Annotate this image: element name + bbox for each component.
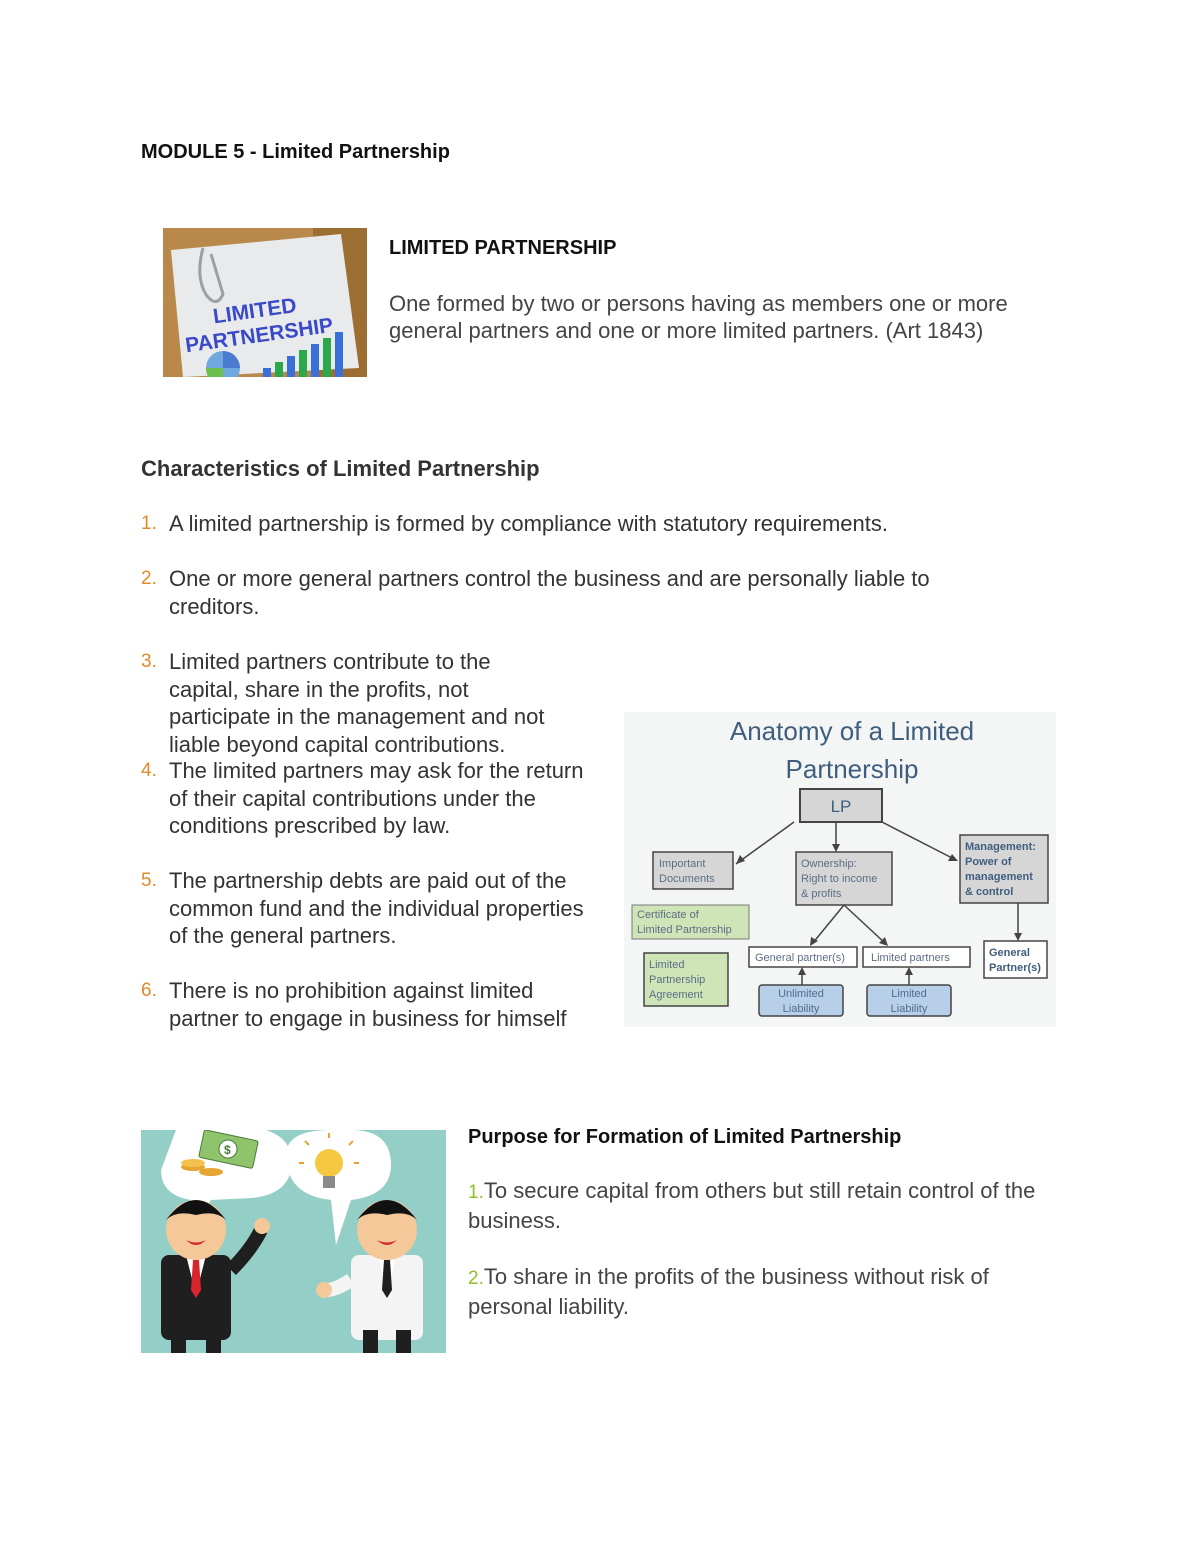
general-partners-label: General partner(s) (755, 952, 845, 964)
svg-text:$: $ (224, 1143, 231, 1157)
unlimited-liability-box (758, 984, 844, 1017)
list-number: 3. (141, 651, 157, 672)
unlimited-liability-line2: Liability (783, 1003, 820, 1015)
list-number: 2. (141, 568, 157, 589)
unlimited-liability-line1: Unlimited (778, 988, 824, 1000)
list-text: The limited partners may ask for the ret… (169, 758, 584, 838)
lp-box (799, 788, 883, 823)
management-line4: & control (965, 886, 1013, 898)
characteristics-heading: Characteristics of Limited Partnership (141, 456, 540, 481)
list-item: 3. Limited partners contribute to the ca… (141, 648, 1031, 758)
diagram-title-line1: Anatomy of a Limited (730, 716, 974, 746)
general-partner-box (983, 940, 1048, 979)
list-number: 6. (141, 980, 157, 1001)
limited-partnership-heading: LIMITED PARTNERSHIP (389, 237, 617, 259)
list-text: One or more general partners control the… (169, 566, 930, 619)
certificate-box (631, 904, 750, 940)
general-partners-box (748, 946, 858, 968)
limited-partnership-image: LIMITED PARTNERSHIP (163, 228, 367, 385)
module-title: MODULE 5 - Limited Partnership (141, 141, 450, 163)
limited-liability-line2: Liability (891, 1003, 928, 1015)
ownership-line3: & profits (801, 888, 842, 900)
purpose-heading: Purpose for Formation of Limited Partner… (468, 1126, 902, 1148)
list-number: 4. (141, 760, 157, 781)
list-item: 5. The partnership debts are paid out of… (141, 867, 601, 950)
anatomy-diagram: Anatomy of a Limited Partnership LP Impo… (624, 712, 1056, 1027)
limited-partnership-definition: One formed by two or persons having as m… (389, 291, 1008, 343)
list-item: 4. The limited partners may ask for the … (141, 757, 601, 840)
management-line1: Management: (965, 841, 1036, 853)
list-text: A limited partnership is formed by compl… (169, 511, 888, 536)
businessmen-illustration: $ (141, 1129, 446, 1353)
purpose-item: 2.To share in the profits of the busines… (468, 1263, 1068, 1320)
agreement-line1: Limited (649, 959, 684, 971)
list-number: 5. (141, 870, 157, 891)
list-text: Limited partners contribute to the capit… (169, 649, 545, 757)
list-number: 1. (141, 513, 157, 534)
ownership-line1: Ownership: (801, 858, 857, 870)
certificate-line1: Certificate of (637, 909, 700, 921)
purpose-number: 2. (468, 1268, 484, 1289)
important-docs-line1: Important (659, 858, 705, 870)
ownership-box (795, 851, 893, 906)
limited-partners-box (862, 946, 971, 968)
general-partner-line1: General (989, 947, 1030, 959)
ownership-line2: Right to income (801, 873, 877, 885)
list-item: 2. One or more general partners control … (141, 565, 1001, 620)
management-line2: Power of (965, 856, 1012, 868)
limited-liability-box (866, 984, 952, 1017)
agreement-line2: Partnership (649, 974, 705, 986)
management-line3: management (965, 871, 1033, 883)
limited-partnership-agreement-box (643, 952, 729, 1007)
limited-partners-label: Limited partners (871, 952, 950, 964)
lp-label: LP (831, 797, 852, 816)
agreement-line3: Agreement (649, 989, 703, 1001)
purpose-item: 1.To secure capital from others but stil… (468, 1177, 1068, 1234)
list-text: The partnership debts are paid out of th… (169, 868, 584, 948)
diagram-title-line2: Partnership (786, 754, 919, 784)
purpose-text: To share in the profits of the business … (468, 1264, 989, 1319)
management-box (959, 834, 1049, 904)
certificate-line2: Limited Partnership (637, 924, 732, 936)
important-docs-line2: Documents (659, 873, 715, 885)
limited-liability-line1: Limited (891, 988, 926, 1000)
purpose-number: 1. (468, 1182, 484, 1203)
important-documents-box (652, 851, 734, 890)
list-item: 1. A limited partnership is formed by co… (141, 510, 1041, 538)
list-item: 6. There is no prohibition against limit… (141, 977, 601, 1032)
purpose-text: To secure capital from others but still … (468, 1178, 1036, 1233)
list-text: There is no prohibition against limited … (169, 978, 567, 1031)
general-partner-line2: Partner(s) (989, 962, 1041, 974)
